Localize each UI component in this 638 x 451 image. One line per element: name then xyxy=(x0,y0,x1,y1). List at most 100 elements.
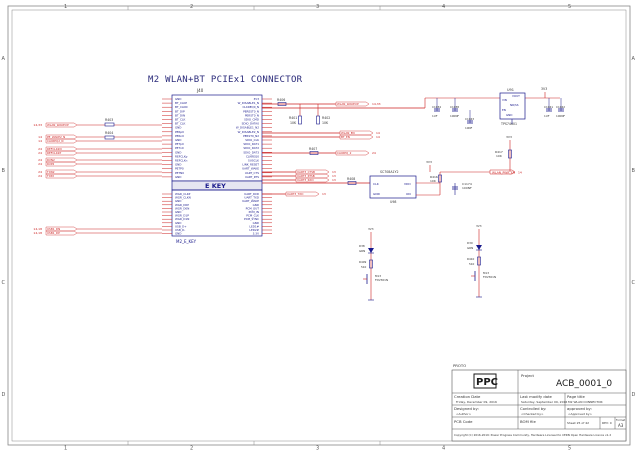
net-label: UART3_RXD xyxy=(297,178,314,182)
connector-pin-label: WGR_CLKP xyxy=(175,192,191,196)
row-marker: B xyxy=(2,168,6,174)
connector-pin-label: GND xyxy=(175,138,181,142)
approved-label: approved by: xyxy=(567,406,592,411)
connector-pin-label: BT_CLKN xyxy=(175,105,187,109)
connector-right-pins: 3V3W_DISABLE1_NCLKREQ0_NPEREST0_NPERST0_… xyxy=(236,97,272,179)
approved-value: <Approved by> xyxy=(568,412,593,416)
connector-pin-label: GND xyxy=(175,150,181,154)
connector-pin-label: GND xyxy=(175,126,181,130)
regulator-pin: EN xyxy=(502,108,506,112)
net-label: BT_EN xyxy=(341,135,350,139)
cap-value: 1UF xyxy=(544,114,550,118)
row-marker: C xyxy=(632,280,636,286)
revision: REV: 0 xyxy=(602,421,612,425)
connector-pin-label: PETn0 xyxy=(175,146,184,150)
led-color: GRN xyxy=(467,246,473,250)
right-series-resistors: R406 R407 R408 xyxy=(277,98,357,185)
connector-pin-label: GND xyxy=(175,199,181,203)
net-label: PE_WAKE2_N xyxy=(47,135,65,139)
m2-connector: J40 E KEY M2_E_KEY GNDBT_CLKPBT_CLKNBT_D… xyxy=(162,88,272,244)
power-enable-net: R417 10K 3V3 WLAN_PWR_EN 14 xyxy=(489,135,522,174)
level-shifter-part: SC708A1Y2 xyxy=(380,170,399,174)
pullup-resistors: R401 10K R402 10K xyxy=(289,115,330,125)
power-rail-label: 3V3 xyxy=(541,87,547,91)
connector-pin-label: BT_CLK xyxy=(175,118,186,122)
connector-pin-label: GND xyxy=(175,232,181,236)
power-net-name: WLAN_PWR_EN xyxy=(492,170,515,174)
connector-key-label: E KEY xyxy=(205,182,226,190)
capacitors: C19341UFC1938100NFC194310NFC19411UFC1942… xyxy=(432,98,565,130)
column-marker: 1 xyxy=(64,4,67,10)
bom-label: BOM file xyxy=(520,419,536,424)
connector-pin-label: GND xyxy=(175,221,181,225)
connector-pin-label: SDIO_DAT3 xyxy=(243,150,259,154)
column-marker: 4 xyxy=(442,446,445,451)
copyright: Copyright (C) 2016-2019: Power Progress … xyxy=(454,433,611,437)
net-page-ref: 13 xyxy=(322,192,326,196)
net-page-ref: 24 xyxy=(38,170,42,174)
power-rail-label: 3V3 xyxy=(506,135,512,139)
net-page-ref: 13 xyxy=(332,174,336,178)
row-marker: D xyxy=(2,392,6,398)
connector-pin-label: PERST0_N xyxy=(245,113,259,117)
connector-pin-label: PEREST0_N xyxy=(243,109,259,113)
net-page-ref: 24 xyxy=(38,151,42,155)
page-title-value: M2 WLAN CONNECTOR xyxy=(568,400,603,404)
pcb-code-label: PCB Code xyxy=(454,419,473,424)
led-resistor-value: 510 xyxy=(361,265,367,269)
net-label: CLKREQ_2 xyxy=(337,151,352,155)
column-marker: 3 xyxy=(316,4,319,10)
power-net-page: 14 xyxy=(518,170,522,174)
connector-pin-label: SDIO_CLK xyxy=(245,138,259,142)
connector-pin-label: PERp0 xyxy=(175,130,184,134)
ls-pin: VDD xyxy=(404,182,411,186)
connector-pin-label: PERn0 xyxy=(175,134,184,138)
net-page-ref: 14,33 xyxy=(33,123,42,127)
led-resistor-ref: R409 xyxy=(359,260,367,264)
connector-pin-label: GND xyxy=(175,210,181,214)
level-shifter-ref: U98 xyxy=(390,200,396,204)
connector-pin-label: 3.3V xyxy=(253,232,259,236)
led-resistor-ref: R410 xyxy=(467,257,475,261)
level-shifter-body xyxy=(369,175,417,199)
connector-pin-label: WGR_D0N xyxy=(175,206,189,210)
net-page-ref: 14 xyxy=(376,131,380,135)
column-marker: 4 xyxy=(442,4,445,10)
row-marker: A xyxy=(632,56,636,62)
net-page-ref: 24 xyxy=(38,147,42,151)
connector-pin-label: BT_CLK xyxy=(175,122,186,126)
designed-label: Designed by: xyxy=(454,406,479,411)
inner-frame xyxy=(11,9,627,442)
connector-pin-label: PETp0 xyxy=(175,142,184,146)
column-marker: 3 xyxy=(316,446,319,451)
net-label: REFCLK2P xyxy=(47,151,61,155)
connector-name: M2_E_KEY xyxy=(176,239,197,244)
resistor-ref: R407 xyxy=(309,147,317,151)
resistor-ref: R406 xyxy=(277,98,285,102)
regulator-pin: VOUT xyxy=(512,94,520,98)
net-page-ref: 13 xyxy=(332,170,336,174)
net-page-ref: 24 xyxy=(372,151,376,155)
connector-pin-label: UART_CTS xyxy=(245,171,259,175)
connector-pin-label: SDIO_CMD xyxy=(244,118,259,122)
pullup-value: 10K xyxy=(290,121,297,125)
column-marker: 5 xyxy=(568,4,571,10)
resistor-ref: R403 xyxy=(105,118,113,122)
net-label: UART3_CTSB xyxy=(297,170,315,174)
power-rail-label: 3V3 xyxy=(426,160,432,164)
cap-ref: C1942 xyxy=(556,105,565,109)
cap-ref: C1943 xyxy=(465,117,474,121)
controlled-value: <Checked by> xyxy=(521,412,544,416)
cap-ref: C1938 xyxy=(450,105,459,109)
connector-pin-label: USB_D+ xyxy=(175,224,187,228)
ppc-logo: PPC xyxy=(473,373,498,389)
net-label: RXN2 xyxy=(47,158,55,162)
row-marker: A xyxy=(2,56,6,62)
svg-text:3V3: 3V3 xyxy=(476,224,482,228)
creation-value: Friday, December 09, 2016 xyxy=(456,400,497,404)
